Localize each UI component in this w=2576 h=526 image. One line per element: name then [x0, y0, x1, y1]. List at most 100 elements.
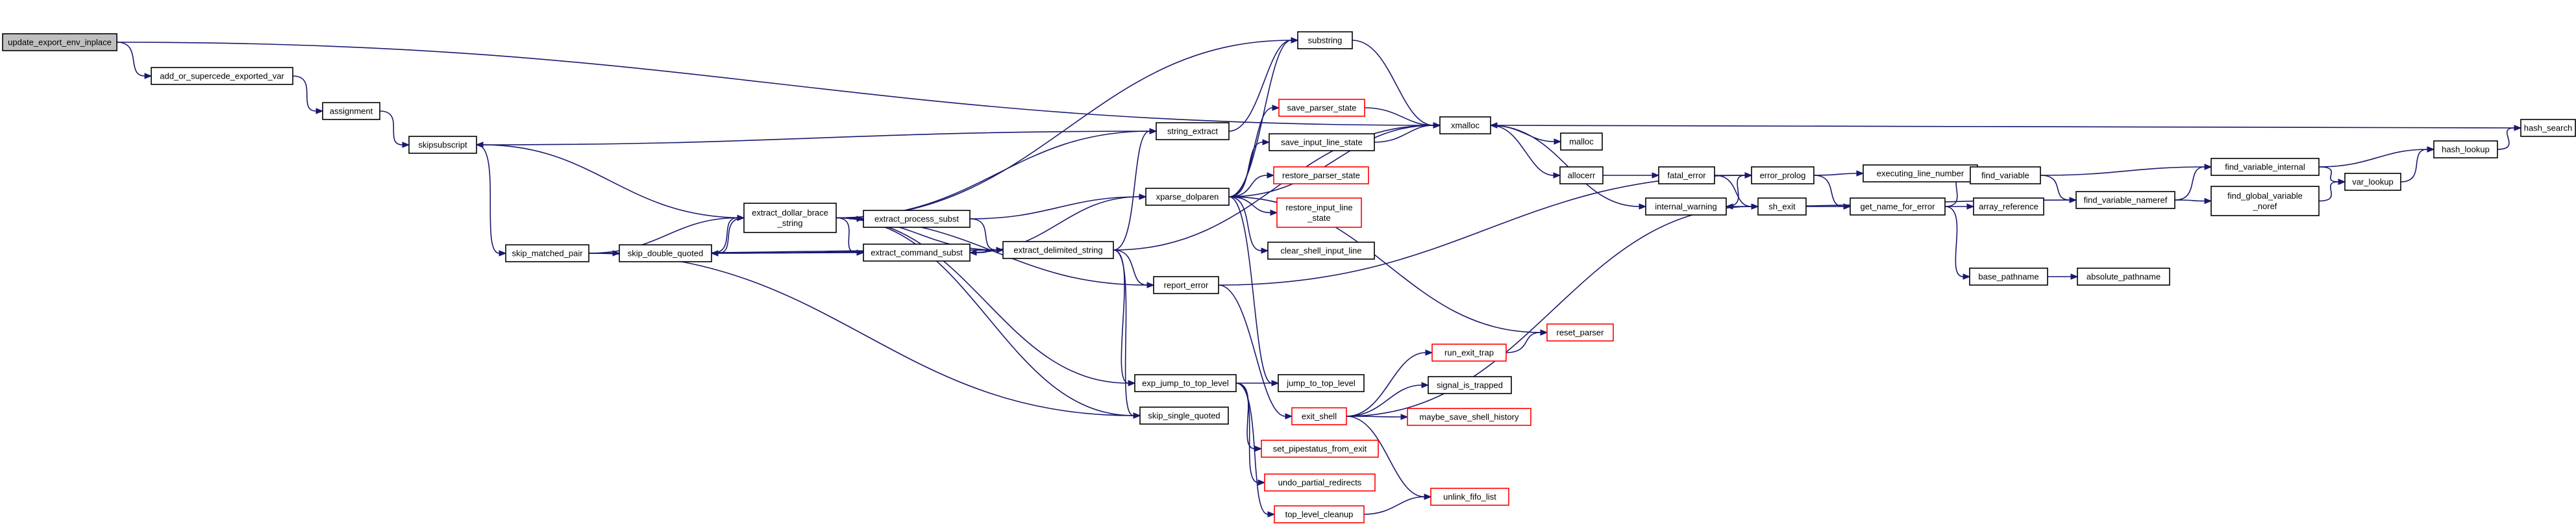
node-exit-shell[interactable]: exit_shell — [1291, 407, 1347, 425]
node-find-variable-internal[interactable]: find_variable_internal — [2211, 158, 2320, 176]
node-report-error[interactable]: report_error — [1153, 276, 1219, 294]
node-base-pathname[interactable]: base_pathname — [1969, 268, 2048, 286]
node-fatal-error[interactable]: fatal_error — [1658, 166, 1715, 184]
node-unlink-fifo-list[interactable]: unlink_fifo_list — [1430, 488, 1509, 506]
node-get-name-for-error[interactable]: get_name_for_error — [1850, 197, 1946, 216]
node-substring[interactable]: substring — [1297, 31, 1353, 49]
edge-line — [1490, 125, 1640, 207]
node-malloc[interactable]: malloc — [1560, 132, 1603, 151]
node-label: internal_warning — [1655, 202, 1716, 212]
node-skip-single-quoted[interactable]: skip_single_quoted — [1139, 407, 1229, 425]
node-box — [1273, 166, 1369, 184]
node-skip-double-quoted[interactable]: skip_double_quoted — [619, 244, 712, 262]
node-box — [1278, 99, 1365, 117]
node-label: base_pathname — [1978, 272, 2038, 282]
node-internal-warning[interactable]: internal_warning — [1645, 197, 1727, 216]
node-save-parser-state[interactable]: save_parser_state — [1278, 99, 1365, 117]
node-hash-lookup[interactable]: hash_lookup — [2433, 140, 2498, 158]
edge-find-variable-to-find-variable-nameref — [2040, 175, 2077, 203]
edge-line — [1228, 125, 1434, 197]
node-undo-partial-redirects[interactable]: undo_partial_redirects — [1264, 473, 1376, 492]
arrowhead — [1400, 414, 1409, 420]
node-label: find_variable_nameref — [2084, 195, 2168, 205]
arrowhead — [1254, 445, 1263, 452]
node-xparse-dolparen[interactable]: xparse_dolparen — [1145, 188, 1230, 206]
arrowhead — [1554, 138, 1562, 145]
node-box — [1269, 133, 1375, 151]
node-maybe-save-shell-history[interactable]: maybe_save_shell_history — [1407, 408, 1531, 426]
arrowhead — [499, 250, 507, 257]
node-label: sh_exit — [1768, 202, 1796, 212]
node-box — [2344, 173, 2401, 191]
arrowhead — [1489, 122, 1498, 129]
node-label: undo_partial_redirects — [1278, 478, 1362, 488]
node-update-export-env-inplace[interactable]: update_export_env_inplace — [2, 33, 118, 51]
node-box — [1278, 374, 1365, 392]
node-box — [1645, 197, 1727, 216]
node-label: report_error — [1164, 281, 1209, 290]
edge-hash-lookup-to-hash-search — [2497, 125, 2522, 150]
node-top-level-cleanup[interactable]: top_level_cleanup — [1274, 505, 1365, 523]
node-xmalloc[interactable]: xmalloc — [1439, 116, 1491, 134]
node-executing-line-number[interactable]: executing_line_number — [1863, 164, 1978, 182]
node-error-prolog[interactable]: error_prolog — [1751, 166, 1814, 184]
node-box — [2077, 268, 2170, 286]
node-box — [1546, 323, 1614, 342]
node-box — [1153, 276, 1219, 294]
node-skipsubscript[interactable]: skipsubscript — [408, 136, 477, 154]
arrowhead — [1540, 329, 1548, 336]
node-absolute-pathname[interactable]: absolute_pathname — [2077, 268, 2170, 286]
node-hash-search[interactable]: hash_search — [2520, 119, 2576, 137]
edge-line — [1228, 196, 1262, 251]
node-clear-shell-input-line[interactable]: clear_shell_input_line — [1267, 242, 1375, 260]
node-skip-matched-pair[interactable]: skip_matched_pair — [505, 244, 589, 262]
node-var-lookup[interactable]: var_lookup — [2344, 173, 2401, 191]
edge-skipsubscript-to-skip-matched-pair — [476, 144, 507, 257]
edge-line — [969, 218, 997, 251]
node-extract-dollar-brace-string[interactable]: extract_dollar_brace_string — [743, 203, 837, 233]
edge-skip-matched-pair-to-skip-single-quoted — [588, 253, 1141, 419]
node-box — [1274, 505, 1365, 523]
node-find-global-variable-noref[interactable]: find_global_variable_noref — [2211, 186, 2320, 216]
node-box — [1658, 166, 1715, 184]
edge-line — [1113, 249, 1134, 416]
node-string-extract[interactable]: string_extract — [1156, 122, 1230, 140]
node-label: get_name_for_error — [1861, 202, 1936, 212]
node-exp-jump-to-top-level[interactable]: exp_jump_to_top_level — [1134, 374, 1237, 392]
node-sh-exit[interactable]: sh_exit — [1757, 197, 1807, 216]
node-label: exp_jump_to_top_level — [1142, 379, 1229, 388]
node-signal-is-trapped[interactable]: signal_is_trapped — [1428, 376, 1512, 394]
edge-line — [1490, 125, 1555, 142]
node-run-exit-trap[interactable]: run_exit_trap — [1431, 344, 1507, 362]
node-add-or-supercede-exported-var[interactable]: add_or_supercede_exported_var — [151, 67, 293, 85]
node-allocerr[interactable]: allocerr — [1559, 166, 1604, 184]
node-box — [1264, 473, 1376, 492]
node-find-variable-nameref[interactable]: find_variable_nameref — [2075, 191, 2175, 209]
edge-line — [1352, 40, 1434, 126]
node-restore-parser-state[interactable]: restore_parser_state — [1273, 166, 1369, 184]
node-find-variable[interactable]: find_variable — [1970, 166, 2041, 184]
node-set-pipestatus-from-exit[interactable]: set_pipestatus_from_exit — [1261, 440, 1379, 458]
node-label: run_exit_trap — [1444, 348, 1494, 358]
node-extract-command-subst[interactable]: extract_command_subst — [863, 244, 971, 262]
node-box — [1973, 197, 2044, 216]
arrowhead — [1146, 282, 1155, 288]
edge-line — [1364, 107, 1434, 126]
node-restore-input-line-state[interactable]: restore_input_line_state — [1276, 197, 1362, 228]
node-reset-parser[interactable]: reset_parser — [1546, 323, 1614, 342]
node-label: extract_command_subst — [871, 248, 963, 258]
node-extract-delimited-string[interactable]: extract_delimited_string — [1002, 241, 1114, 259]
edge-line — [2318, 149, 2428, 168]
arrowhead — [402, 142, 410, 148]
node-label: extract_process_subst — [874, 214, 959, 224]
arrowhead — [1553, 172, 1561, 179]
node-extract-process-subst[interactable]: extract_process_subst — [863, 210, 971, 228]
node-box — [2075, 191, 2175, 209]
node-save-input-line-state[interactable]: save_input_line_state — [1269, 133, 1375, 151]
node-jump-to-top-level[interactable]: jump_to_top_level — [1278, 374, 1365, 392]
node-assignment[interactable]: assignment — [322, 102, 380, 120]
node-array-reference[interactable]: array_reference — [1973, 197, 2044, 216]
edge-line — [976, 249, 1004, 253]
arrowhead — [1652, 172, 1660, 179]
node-label: substring — [1308, 36, 1343, 45]
